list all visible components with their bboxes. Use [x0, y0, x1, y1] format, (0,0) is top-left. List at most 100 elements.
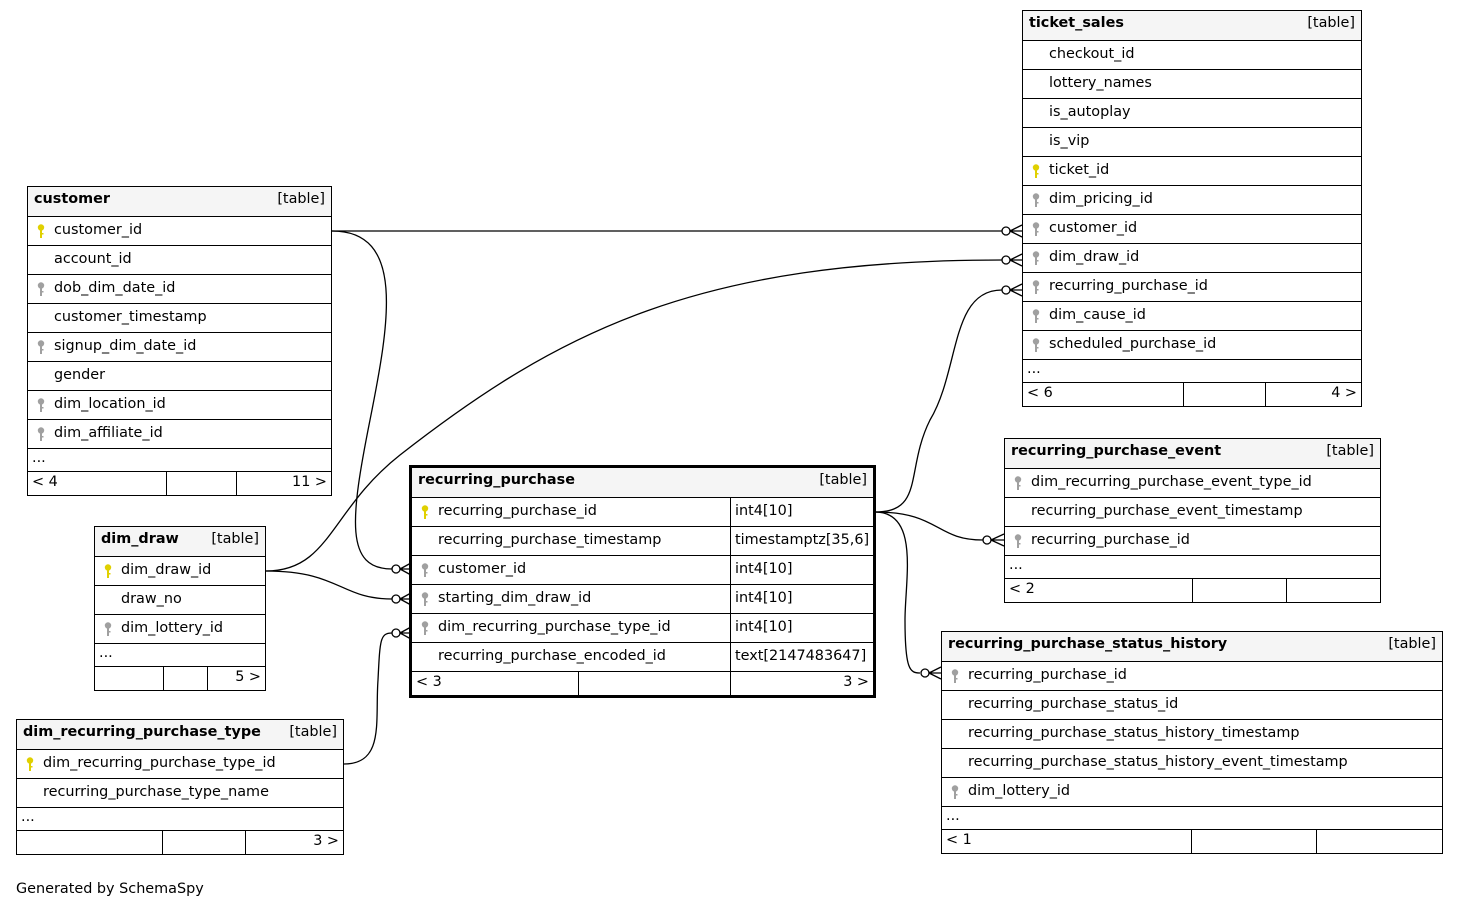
crowfoot-event-recurring-purchase: [982, 533, 1005, 547]
column-row[interactable]: customer_timestamp: [28, 304, 331, 333]
column-row[interactable]: dim_recurring_purchase_event_type_id: [1005, 469, 1380, 498]
column-row[interactable]: dob_dim_date_id: [28, 275, 331, 304]
footer-middle-cell: [166, 472, 236, 495]
column-row[interactable]: scheduled_purchase_id: [1023, 331, 1361, 360]
more-columns-indicator[interactable]: ...: [1005, 556, 1380, 579]
table-footer: < 4 11 >: [28, 472, 331, 495]
foreign-key-icon: [1032, 280, 1040, 294]
more-columns-indicator[interactable]: ...: [28, 449, 331, 472]
column-row[interactable]: account_id: [28, 246, 331, 275]
column-name: signup_dim_date_id: [54, 338, 197, 354]
column-name: ticket_id: [1049, 162, 1110, 178]
column-row[interactable]: dim_draw_id: [95, 557, 265, 586]
column-row[interactable]: dim_location_id: [28, 391, 331, 420]
column-row[interactable]: customer_id: [28, 217, 331, 246]
parents-count-link[interactable]: < 4: [32, 474, 58, 490]
children-count-link[interactable]: 4 >: [1265, 383, 1361, 406]
column-name: starting_dim_draw_id: [438, 590, 592, 606]
parents-count-link[interactable]: [17, 831, 162, 854]
more-columns-indicator[interactable]: ...: [17, 808, 343, 831]
column-row[interactable]: dim_pricing_id: [1023, 186, 1361, 215]
children-count-link[interactable]: [1286, 579, 1380, 602]
column-row[interactable]: recurring_purchase_status_history_timest…: [942, 720, 1442, 749]
children-count-link[interactable]: [1316, 830, 1442, 853]
foreign-key-icon: [1014, 476, 1022, 490]
column-row[interactable]: dim_lottery_id: [95, 615, 265, 644]
footer-middle-cell: [1191, 830, 1316, 853]
column-row[interactable]: recurring_purchase_status_history_event_…: [942, 749, 1442, 778]
column-type: int4[10]: [730, 585, 873, 613]
column-row[interactable]: recurring_purchase_id: [1005, 527, 1380, 556]
column-row[interactable]: recurring_purchase_id: [942, 662, 1442, 691]
parents-count-link[interactable]: < 1: [946, 832, 972, 848]
column-name: dim_recurring_purchase_type_id: [438, 619, 671, 635]
column-row[interactable]: recurring_purchase_type_name: [17, 779, 343, 808]
more-columns-indicator[interactable]: ...: [1023, 360, 1361, 383]
more-columns-indicator[interactable]: ...: [95, 644, 265, 667]
column-row[interactable]: checkout_id: [1023, 41, 1361, 70]
column-row[interactable]: dim_cause_id: [1023, 302, 1361, 331]
column-row[interactable]: is_autoplay: [1023, 99, 1361, 128]
primary-key-icon: [26, 757, 34, 771]
column-row[interactable]: is_vip: [1023, 128, 1361, 157]
children-count-link[interactable]: 3 >: [245, 831, 343, 854]
column-row[interactable]: recurring_purchase_id: [1023, 273, 1361, 302]
table-recurring-purchase-status-history[interactable]: recurring_purchase_status_history[table]…: [941, 631, 1443, 854]
more-columns-indicator[interactable]: ...: [942, 807, 1442, 830]
foreign-key-icon: [421, 592, 429, 606]
generated-by-note: Generated by SchemaSpy: [16, 881, 204, 897]
parents-count-link[interactable]: < 6: [1027, 385, 1053, 401]
table-name: recurring_purchase: [418, 472, 575, 488]
foreign-key-icon: [951, 785, 959, 799]
column-row[interactable]: signup_dim_date_id: [28, 333, 331, 362]
table-dim-recurring-purchase-type[interactable]: dim_recurring_purchase_type[table]dim_re…: [16, 719, 344, 855]
table-name: recurring_purchase_event: [1011, 443, 1222, 459]
column-row[interactable]: lottery_names: [1023, 70, 1361, 99]
column-row[interactable]: dim_draw_id: [1023, 244, 1361, 273]
column-row[interactable]: dim_recurring_purchase_type_id: [17, 750, 343, 779]
column-name: recurring_purchase_id: [1031, 532, 1190, 548]
column-row[interactable]: gender: [28, 362, 331, 391]
column-name: scheduled_purchase_id: [1049, 336, 1217, 352]
parents-count-link[interactable]: [95, 667, 163, 690]
column-row[interactable]: dim_affiliate_id: [28, 420, 331, 449]
table-recurring-purchase[interactable]: recurring_purchase[table]recurring_purch…: [409, 465, 876, 698]
children-count-link[interactable]: 11 >: [236, 472, 331, 495]
column-name: dim_affiliate_id: [54, 425, 163, 441]
column-name: dim_draw_id: [1049, 249, 1140, 265]
table-name: dim_draw: [101, 531, 179, 547]
table-footer: < 1: [942, 830, 1442, 853]
parents-count-link[interactable]: < 3: [416, 674, 442, 690]
children-count-link[interactable]: 3 >: [730, 672, 873, 695]
column-row[interactable]: draw_no: [95, 586, 265, 615]
column-name: recurring_purchase_id: [968, 667, 1127, 683]
column-row[interactable]: recurring_purchase_event_timestamp: [1005, 498, 1380, 527]
primary-key-icon: [104, 564, 112, 578]
column-row[interactable]: starting_dim_draw_id int4[10]: [412, 585, 873, 614]
table-recurring-purchase-event[interactable]: recurring_purchase_event[table]dim_recur…: [1004, 438, 1381, 603]
children-count-link[interactable]: 5 >: [207, 667, 265, 690]
parents-count-link[interactable]: < 2: [1009, 581, 1035, 597]
column-row[interactable]: customer_id: [1023, 215, 1361, 244]
table-header: dim_draw [table]: [95, 527, 265, 557]
foreign-key-icon: [37, 282, 45, 296]
table-footer: < 2: [1005, 579, 1380, 602]
column-name: dim_cause_id: [1049, 307, 1146, 323]
table-kind: [table]: [211, 531, 259, 547]
column-row[interactable]: dim_lottery_id: [942, 778, 1442, 807]
crowfoot-recurring-purchase-customer: [391, 562, 412, 576]
footer-middle-cell: [1183, 383, 1265, 406]
column-name: recurring_purchase_type_name: [43, 784, 269, 800]
foreign-key-icon: [421, 563, 429, 577]
column-row[interactable]: ticket_id: [1023, 157, 1361, 186]
column-row[interactable]: recurring_purchase_status_id: [942, 691, 1442, 720]
foreign-key-icon: [37, 340, 45, 354]
